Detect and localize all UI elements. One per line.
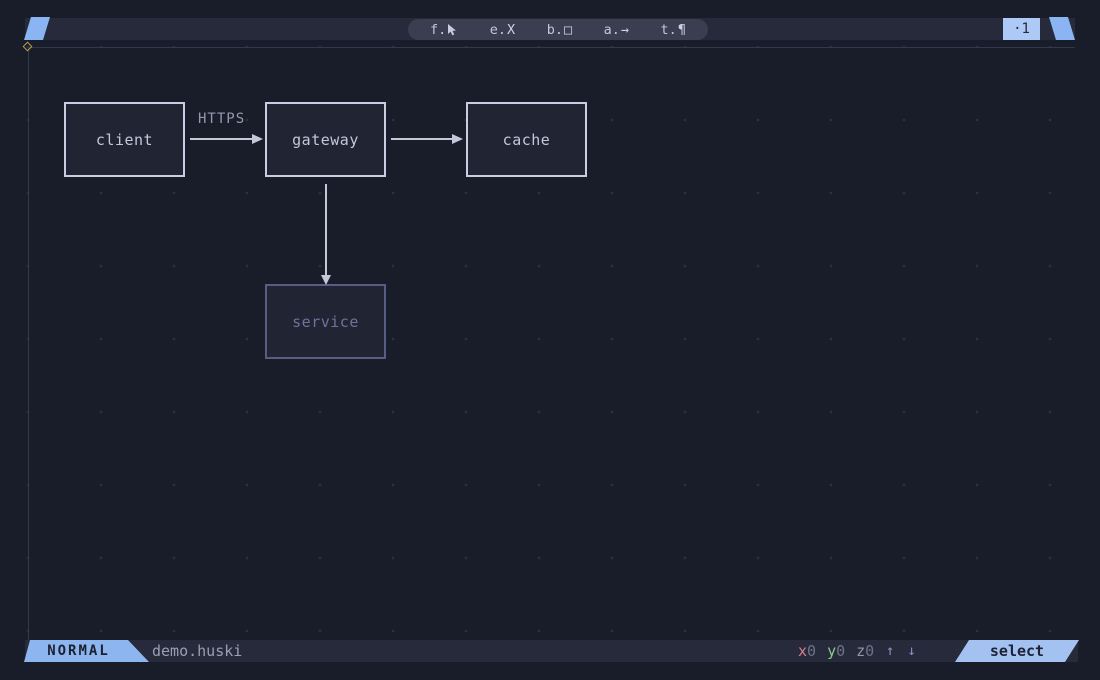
node-cache[interactable]: cache <box>466 102 587 177</box>
coord-y: y0 <box>827 642 845 660</box>
arrowhead-right-icon <box>252 133 263 144</box>
coord-z: z0 <box>856 642 874 660</box>
pilcrow-icon: ¶ <box>677 21 686 38</box>
coord-x-value: 0 <box>807 642 817 660</box>
node-label: client <box>95 130 154 149</box>
mode-badge: NORMAL <box>24 640 149 662</box>
tool-select-key: f. <box>430 21 447 38</box>
node-label: cache <box>502 130 551 149</box>
ruler-line-horizontal <box>28 47 1075 48</box>
scroll-indicators: ↑ ↓ <box>886 640 916 662</box>
node-client[interactable]: client <box>64 102 185 177</box>
scroll-up-icon[interactable]: ↑ <box>886 643 895 659</box>
tool-arrow-key: a. <box>603 21 620 38</box>
tool-arrow[interactable]: a. → <box>604 22 629 38</box>
status-bar <box>25 640 1078 662</box>
tool-erase-key: e. <box>489 21 507 38</box>
tool-box[interactable]: b. □ <box>547 22 572 38</box>
node-label: gateway <box>292 130 359 149</box>
ruler-line-vertical <box>28 47 29 640</box>
coord-z-axis: z <box>856 642 866 660</box>
tool-text[interactable]: t. ¶ <box>661 22 686 38</box>
coord-z-value: 0 <box>865 642 875 660</box>
x-icon: X <box>507 21 516 38</box>
active-tool-badge: select <box>955 640 1079 662</box>
coord-y-value: 0 <box>836 642 846 660</box>
coord-x: x0 <box>798 642 816 660</box>
arrowhead-down-icon <box>320 275 331 285</box>
tool-select[interactable]: f. <box>430 22 458 38</box>
node-gateway[interactable]: gateway <box>265 102 386 177</box>
node-service[interactable]: service <box>265 284 386 359</box>
edge-gateway-cache[interactable] <box>391 138 453 140</box>
window-accent-right <box>1049 17 1075 40</box>
coord-y-axis: y <box>827 642 837 660</box>
node-label: service <box>292 312 359 331</box>
tool-erase[interactable]: e. X <box>490 22 515 38</box>
tool-text-key: t. <box>660 21 677 38</box>
toolbar: f. e. X b. □ a. → t. ¶ <box>408 19 708 40</box>
filename: demo.huski <box>152 642 243 660</box>
edge-gateway-service[interactable] <box>325 184 327 276</box>
coordinates: x0 y0 z0 <box>798 640 874 662</box>
square-icon: □ <box>563 21 573 38</box>
cursor-icon <box>447 23 457 36</box>
tool-box-key: b. <box>546 21 563 38</box>
coord-x-axis: x <box>798 642 808 660</box>
scroll-down-icon[interactable]: ↓ <box>907 643 916 659</box>
window-accent-left <box>24 17 50 40</box>
page-indicator-badge[interactable]: ·1 <box>1003 18 1040 40</box>
arrow-right-icon: → <box>620 21 630 38</box>
active-tool-label: select <box>989 642 1045 660</box>
mode-label: NORMAL <box>47 643 110 659</box>
edge-client-gateway[interactable] <box>190 138 253 140</box>
edge-label-https: HTTPS <box>198 111 246 127</box>
page-indicator-label: ·1 <box>1013 21 1030 37</box>
arrowhead-right-icon <box>452 133 463 144</box>
